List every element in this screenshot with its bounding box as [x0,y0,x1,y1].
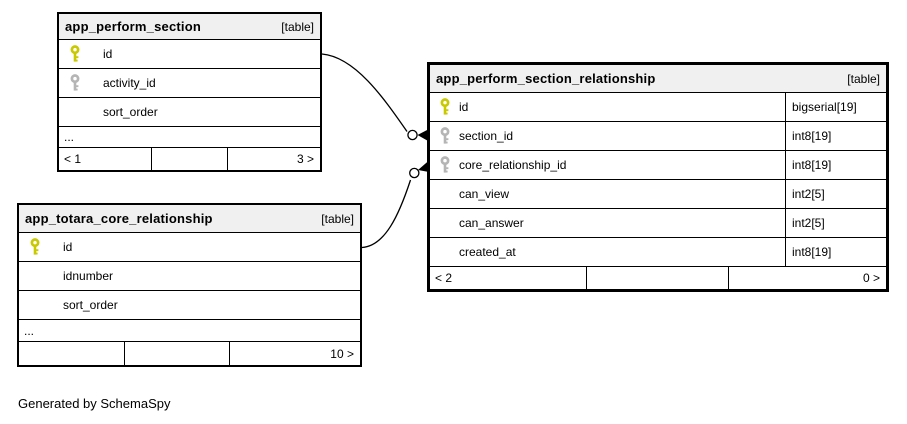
pager-prev[interactable]: < 1 [59,148,152,170]
column-name: sort_order [103,105,158,119]
pager-next[interactable]: 0 > [862,271,880,285]
relationship-line-section-id [321,53,408,132]
column-name-cell: created_at [430,238,786,266]
column-name: id [103,47,113,61]
key-slot [430,98,459,116]
column-row-id: id [19,232,360,261]
pager-prev[interactable]: < 2 [430,267,587,289]
primary-key-icon [69,45,81,63]
column-name: idnumber [63,269,114,283]
column-row-sort-order: sort_order [19,290,360,319]
column-name: id [63,240,73,254]
table-tag: [table] [847,71,880,86]
pager-middle [152,148,228,170]
table-header: app_perform_section_relationship [table] [430,65,886,92]
column-name-cell: can_view [430,180,786,208]
foreign-key-icon [439,127,451,145]
more-columns-indicator: ... [19,319,360,341]
column-name-cell: core_relationship_id [430,151,786,179]
column-row-section-id: section_id int8[19] [430,121,886,150]
table-node-app-totara-core-relationship[interactable]: app_totara_core_relationship [table] id … [17,203,362,367]
column-type: int2[5] [792,216,825,230]
pager-middle [587,267,729,289]
column-row-can-view: can_view int2[5] [430,179,886,208]
zero-or-one-dot-section [407,129,418,141]
table-pager: < 2 0 > [430,266,886,289]
column-row-id: id bigserial[19] [430,92,886,121]
zero-or-one-dot-core-relationship [409,167,420,179]
table-title[interactable]: app_perform_section [65,19,202,34]
column-name: can_answer [459,216,524,230]
column-name: core_relationship_id [459,158,567,172]
key-slot [430,127,459,145]
column-row-sort-order: sort_order [59,97,320,126]
column-type: int8[19] [792,245,832,259]
column-name: id [459,100,469,114]
relationship-line-core-relationship-id [361,179,412,249]
table-title[interactable]: app_perform_section_relationship [436,71,656,86]
column-name-cell: can_answer [430,209,786,237]
pager-prev [19,342,125,365]
column-row-idnumber: idnumber [19,261,360,290]
schemaspy-credit: Generated by SchemaSpy [18,396,171,411]
column-type: int8[19] [792,158,832,172]
column-row-created-at: created_at int8[19] [430,237,886,266]
more-columns-indicator: ... [59,126,320,147]
column-row-activity-id: activity_id [59,68,320,97]
primary-key-icon [29,238,41,256]
table-pager: 10 > [19,341,360,365]
table-node-app-perform-section-relationship[interactable]: app_perform_section_relationship [table]… [427,62,889,292]
column-row-can-answer: can_answer int2[5] [430,208,886,237]
column-row-core-relationship-id: core_relationship_id int8[19] [430,150,886,179]
key-slot [430,156,459,174]
table-tag: [table] [281,19,314,34]
table-pager: < 1 3 > [59,147,320,170]
column-name: can_view [459,187,510,201]
column-type: int8[19] [792,129,832,143]
table-header: app_perform_section [table] [59,14,320,39]
column-type: bigserial[19] [792,100,857,114]
column-name-cell: section_id [430,122,786,150]
foreign-key-icon [69,74,81,92]
column-name: sort_order [63,298,118,312]
pager-middle [125,342,230,365]
column-name: section_id [459,129,514,143]
foreign-key-icon [439,156,451,174]
column-name: activity_id [103,76,156,90]
key-slot [19,238,63,256]
table-node-app-perform-section[interactable]: app_perform_section [table] id activity_… [57,12,322,172]
table-tag: [table] [321,211,354,226]
pager-next[interactable]: 3 > [296,152,314,166]
table-title[interactable]: app_totara_core_relationship [25,211,213,226]
pager-next[interactable]: 10 > [330,346,354,361]
column-type: int2[5] [792,187,825,201]
key-slot [59,74,103,92]
primary-key-icon [439,98,451,116]
column-name-cell: id [430,93,786,121]
key-slot [59,45,103,63]
column-name: created_at [459,245,516,259]
column-row-id: id [59,39,320,68]
table-header: app_totara_core_relationship [table] [19,205,360,232]
